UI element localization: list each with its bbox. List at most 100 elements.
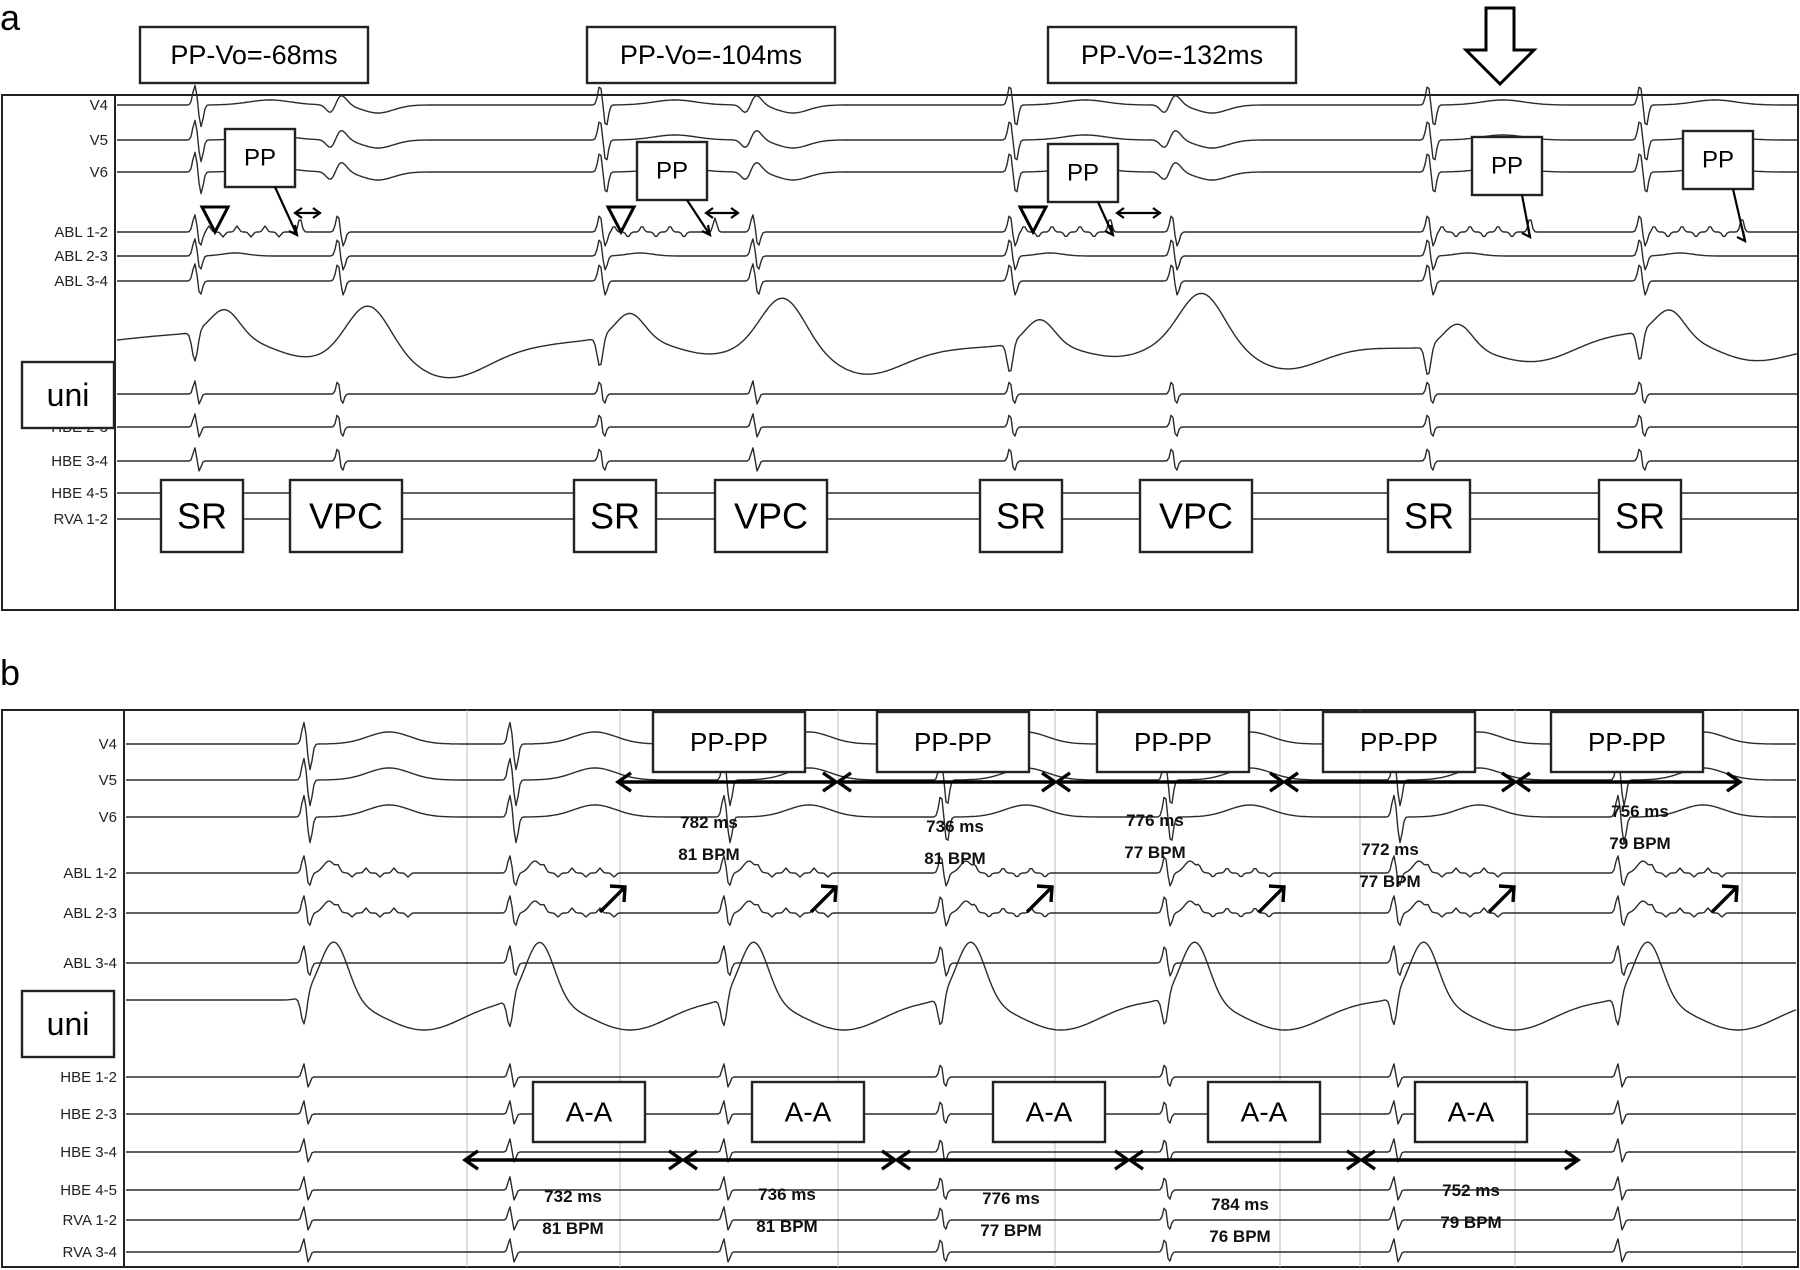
hbe-rva-trace (126, 1063, 1796, 1088)
pp-pp-bpm: 77 BPM (1359, 872, 1420, 891)
channel-label: V4 (90, 97, 108, 114)
beat-label: VPC (309, 496, 383, 537)
pp-pp-label-box (875, 710, 1031, 774)
abl-trace (117, 214, 1797, 247)
abl-trace (117, 238, 1797, 271)
up-right-arrow-icon (598, 885, 627, 914)
surface-ecg-trace (126, 757, 1796, 807)
beat-label-box (572, 478, 658, 554)
aa-label: A-A (1241, 1097, 1288, 1128)
pp-vo-label: PP-Vo=-132ms (1081, 40, 1263, 70)
channel-label: HBE 4-5 (51, 485, 108, 502)
pp-pp-ms: 772 ms (1361, 840, 1419, 859)
pp-pointer (1096, 201, 1115, 236)
aa-arrow-right-head (1564, 1149, 1581, 1171)
pp-label-box (1470, 135, 1544, 197)
pp-pointer-head (288, 224, 299, 237)
beat-label: SR (996, 496, 1046, 537)
channel-label: HBE 2-3 (60, 1106, 117, 1123)
hbe-rva-trace (126, 1100, 1796, 1125)
channel-label: V4 (99, 736, 117, 753)
pp-label: PP (1702, 147, 1734, 174)
pp-pp-label: PP-PP (1588, 727, 1666, 757)
channel-label: V5 (99, 772, 117, 789)
pp-vo-label-box (585, 25, 837, 85)
channel-label: V6 (90, 164, 108, 181)
unipolar-trace (116, 292, 1798, 379)
aa-arrow-left-head (462, 1149, 479, 1171)
up-right-arrow-icon (1710, 885, 1739, 914)
aa-ms: 752 ms (1442, 1181, 1500, 1200)
aa-bpm: 81 BPM (542, 1219, 603, 1238)
pp-label: PP (244, 145, 276, 172)
aa-ms: 732 ms (544, 1187, 602, 1206)
up-right-arrow-head (820, 884, 838, 903)
pp-pp-bpm: 81 BPM (924, 849, 985, 868)
up-right-arrow-head (609, 884, 627, 903)
uni-label-box (20, 360, 116, 430)
abl-trace (126, 945, 1796, 977)
channel-label: V6 (99, 809, 117, 826)
up-right-arrow-head (1498, 884, 1516, 903)
pp-pp-arrow-left-head (835, 771, 852, 793)
panel-a-letter: a (0, 0, 21, 38)
channel-label: HBE 1-2 (60, 1069, 117, 1086)
pp-pp-bpm: 79 BPM (1609, 834, 1670, 853)
beat-label-box (288, 478, 404, 554)
pp-label-box (1046, 142, 1120, 204)
pp-pp-label-box (1321, 710, 1477, 774)
up-right-arrow-icon (1487, 885, 1516, 914)
channel-label: ABL 3-4 (63, 955, 117, 972)
pp-vo-arrow-right (312, 207, 322, 219)
aa-label: A-A (1448, 1097, 1495, 1128)
pp-pointer-head (1104, 224, 1115, 237)
beat-label-box (1138, 478, 1254, 554)
up-right-arrow-head (1036, 884, 1054, 903)
aa-label: A-A (785, 1097, 832, 1128)
aa-label-box (1413, 1080, 1529, 1144)
channel-label: RVA 1-2 (63, 1212, 117, 1229)
panel-b-letter: b (0, 652, 20, 693)
beat-label-box (1386, 478, 1472, 554)
aa-label-box (1206, 1080, 1322, 1144)
surface-ecg-trace (117, 151, 1797, 195)
pp-pp-ms: 782 ms (680, 813, 738, 832)
surface-ecg-trace (117, 84, 1797, 128)
aa-bpm: 79 BPM (1440, 1213, 1501, 1232)
pp-pp-label: PP-PP (690, 727, 768, 757)
pp-pp-arrow-left-head (1054, 771, 1071, 793)
pp-vo-label-box (1046, 25, 1298, 85)
aa-label-box (750, 1080, 866, 1144)
up-right-arrow-head (1268, 884, 1286, 903)
aa-label-box (991, 1080, 1107, 1144)
hbe-rva-trace (126, 1206, 1796, 1231)
unipolar-trace (126, 941, 1797, 1031)
pp-label-box (1681, 129, 1755, 191)
pp-pp-label: PP-PP (1360, 727, 1438, 757)
pp-pp-label-box (1549, 710, 1705, 774)
triangle-marker-icon (1017, 205, 1049, 236)
aa-ms: 736 ms (758, 1185, 816, 1204)
channel-label: V5 (90, 132, 108, 149)
channel-label: ABL 3-4 (54, 273, 108, 290)
pp-label: PP (1067, 160, 1099, 187)
hbe-rva-trace (126, 1176, 1796, 1201)
abl-trace (126, 855, 1796, 887)
pp-pp-label-box (651, 710, 807, 774)
beat-label: SR (177, 496, 227, 537)
beat-label: SR (1404, 496, 1454, 537)
aa-label-box (531, 1080, 647, 1144)
up-right-arrow-head (1721, 884, 1739, 903)
abl-trace (126, 895, 1796, 927)
channel-label: RVA 1-2 (54, 511, 108, 528)
hbe-rva-trace (126, 1238, 1796, 1263)
triangle-marker-icon (605, 205, 637, 236)
aa-bpm: 81 BPM (756, 1217, 817, 1236)
aa-label: A-A (1026, 1097, 1073, 1128)
beat-label-box (1597, 478, 1683, 554)
pp-pp-bpm: 77 BPM (1124, 843, 1185, 862)
beat-label: SR (590, 496, 640, 537)
